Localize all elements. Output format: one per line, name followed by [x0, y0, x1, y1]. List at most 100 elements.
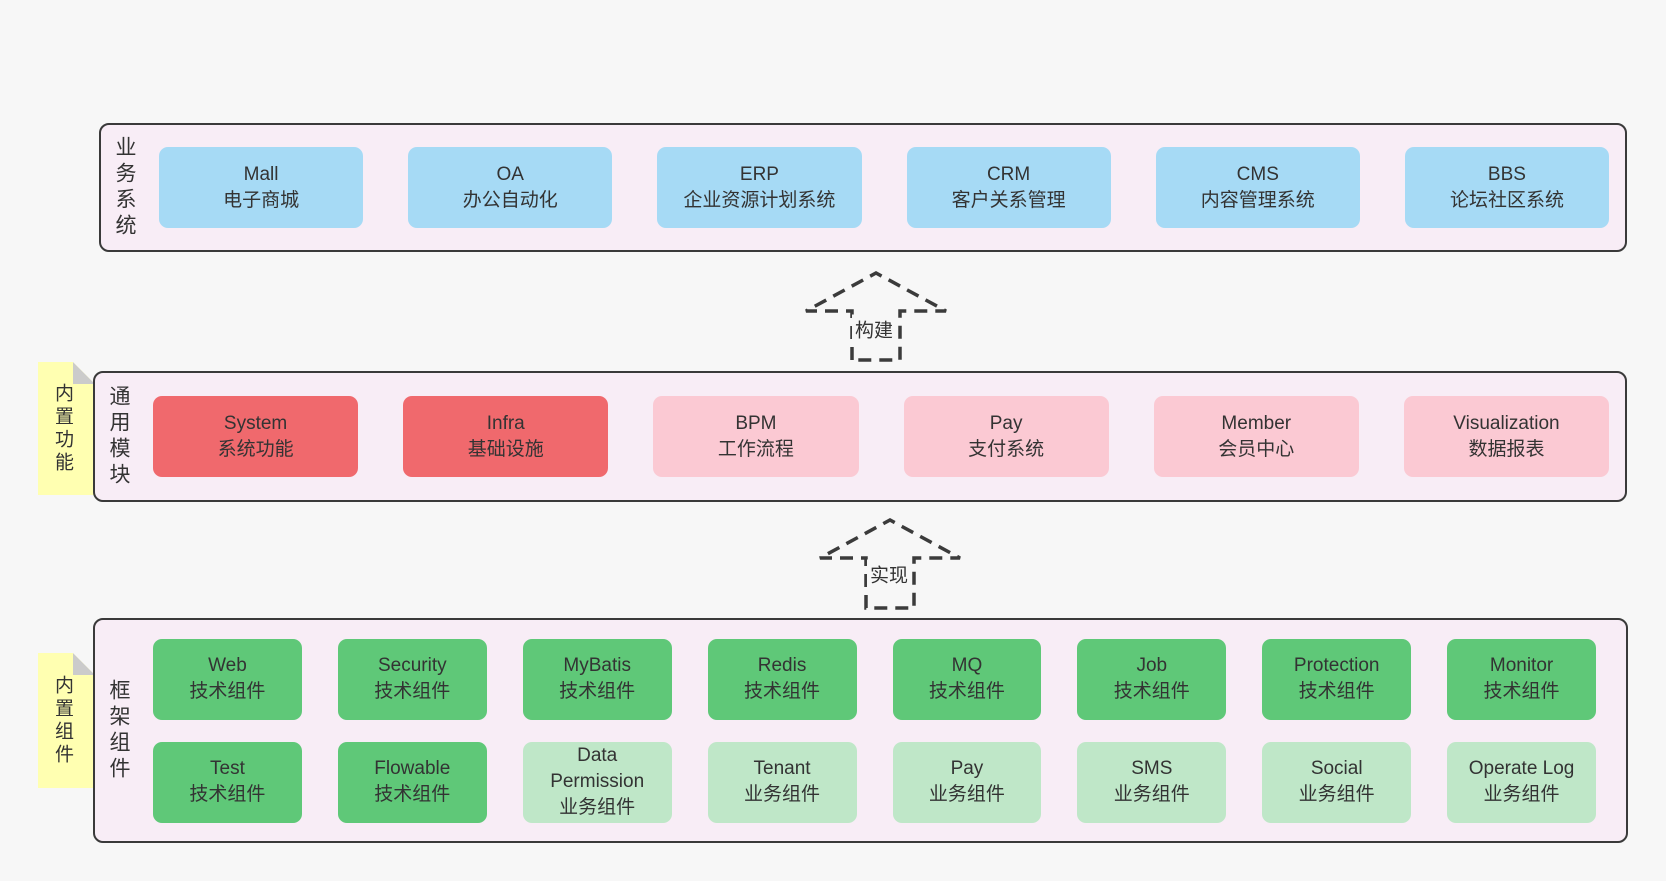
box-cms: CMS 内容管理系统	[1155, 147, 1360, 228]
box-title: Flowable	[374, 758, 451, 779]
box-title: Visualization	[1453, 412, 1560, 434]
box-protection: Protection 技术组件	[1262, 638, 1412, 720]
box-subtitle: 电子商城	[223, 189, 300, 211]
box-redis: Redis 技术组件	[707, 638, 857, 720]
box-mybatis: MyBatis 技术组件	[522, 638, 672, 720]
box-title: Test	[210, 758, 245, 779]
implement-arrow-icon	[819, 518, 961, 610]
box-member: Member 会员中心	[1153, 396, 1359, 477]
box-subtitle: 工作流程	[717, 438, 794, 460]
box-visualization: Visualization 数据报表	[1403, 396, 1610, 477]
box-subtitle: 技术组件	[1113, 681, 1190, 702]
box-subtitle: 系统功能	[217, 438, 294, 460]
box-infra: Infra 基础设施	[403, 396, 609, 477]
box-system: System 系统功能	[153, 396, 359, 477]
box-title: Monitor	[1489, 655, 1554, 676]
box-subtitle: 办公自动化	[462, 189, 558, 211]
box-subtitle: 技术组件	[559, 681, 636, 702]
box-bpm: BPM 工作流程	[653, 396, 859, 477]
box-subtitle: 业务组件	[1483, 784, 1560, 805]
box-title: Infra	[486, 412, 525, 434]
box-title: Mall	[243, 163, 279, 185]
box-title: Security	[377, 655, 447, 676]
box-subtitle: 技术组件	[374, 681, 451, 702]
layer-title: 框架组件	[107, 678, 130, 783]
box-title: Job	[1136, 655, 1168, 676]
box-title: Operate Log	[1468, 758, 1575, 779]
box-title: Pay	[989, 412, 1023, 434]
box-title: Social	[1310, 758, 1363, 779]
box-title: Member	[1221, 412, 1292, 434]
box-subtitle: 数据报表	[1468, 438, 1545, 460]
box-subtitle: 技术组件	[189, 784, 266, 805]
box-subtitle: 内容管理系统	[1200, 189, 1315, 211]
box-subtitle: 业务组件	[559, 797, 636, 818]
box-title: MQ	[951, 655, 983, 676]
box-social: Social 业务组件	[1262, 741, 1412, 823]
box-title: CMS	[1236, 163, 1279, 185]
box-security: Security 技术组件	[337, 638, 487, 720]
sticky-note-built-in-functions: 内置功能	[38, 362, 95, 495]
box-sms: SMS 业务组件	[1077, 741, 1227, 823]
box-subtitle: 技术组件	[1298, 681, 1375, 702]
box-title: ERP	[739, 163, 779, 185]
box-subtitle: 技术组件	[744, 681, 821, 702]
box-title: OA	[496, 163, 524, 185]
box-crm: CRM 客户关系管理	[906, 147, 1111, 228]
box-erp: ERP 企业资源计划系统	[657, 147, 862, 228]
box-title: Tenant	[753, 758, 811, 779]
box-job: Job 技术组件	[1077, 638, 1227, 720]
sticky-note-label: 内置功能	[52, 382, 73, 475]
box-title: System	[223, 412, 288, 434]
box-subtitle: 业务组件	[1298, 784, 1375, 805]
box-subtitle: 会员中心	[1218, 438, 1295, 460]
box-oa: OA 办公自动化	[408, 147, 613, 228]
box-subtitle: 业务组件	[1113, 784, 1190, 805]
layer-title: 通用模块	[107, 384, 130, 489]
box-title: Redis	[757, 655, 807, 676]
build-arrow-label: 构建	[851, 314, 897, 344]
implement-arrow-label: 实现	[866, 559, 912, 589]
box-title: Protection	[1293, 655, 1380, 676]
box-title: CRM	[986, 163, 1031, 185]
box-subtitle: 论坛社区系统	[1449, 189, 1564, 211]
box-operate-log: Operate Log 业务组件	[1447, 741, 1596, 823]
box-tenant: Tenant 业务组件	[707, 741, 857, 823]
box-web: Web 技术组件	[153, 638, 302, 720]
note-fold-corner	[73, 362, 95, 384]
build-arrow-icon	[805, 271, 947, 362]
box-monitor: Monitor 技术组件	[1447, 638, 1596, 720]
box-title: Data Permission	[550, 745, 645, 792]
box-title: Pay	[950, 758, 984, 779]
box-title: MyBatis	[563, 655, 631, 676]
box-subtitle: 技术组件	[928, 681, 1005, 702]
box-subtitle: 业务组件	[928, 784, 1005, 805]
box-title: BPM	[735, 412, 777, 434]
layer-boxes: Mall 电子商城 OA 办公自动化 ERP 企业资源计划系统 CRM 客户关系管理 CMS 内容…	[159, 125, 1610, 250]
box-subtitle: 客户关系管理	[951, 189, 1066, 211]
box-subtitle: 企业资源计划系统	[683, 189, 836, 211]
box-subtitle: 技术组件	[1483, 681, 1560, 702]
box-test: Test 技术组件	[153, 741, 302, 823]
box-title: SMS	[1131, 758, 1173, 779]
box-mq: MQ 技术组件	[892, 638, 1042, 720]
box-subtitle: 技术组件	[189, 681, 266, 702]
box-subtitle: 业务组件	[744, 784, 821, 805]
box-subtitle: 基础设施	[467, 438, 544, 460]
box-mall: Mall 电子商城	[159, 147, 364, 228]
box-data-permission: Data Permission 业务组件	[522, 741, 672, 823]
sticky-note-built-in-components: 内置组件	[38, 653, 95, 788]
box-title: Web	[208, 655, 247, 676]
